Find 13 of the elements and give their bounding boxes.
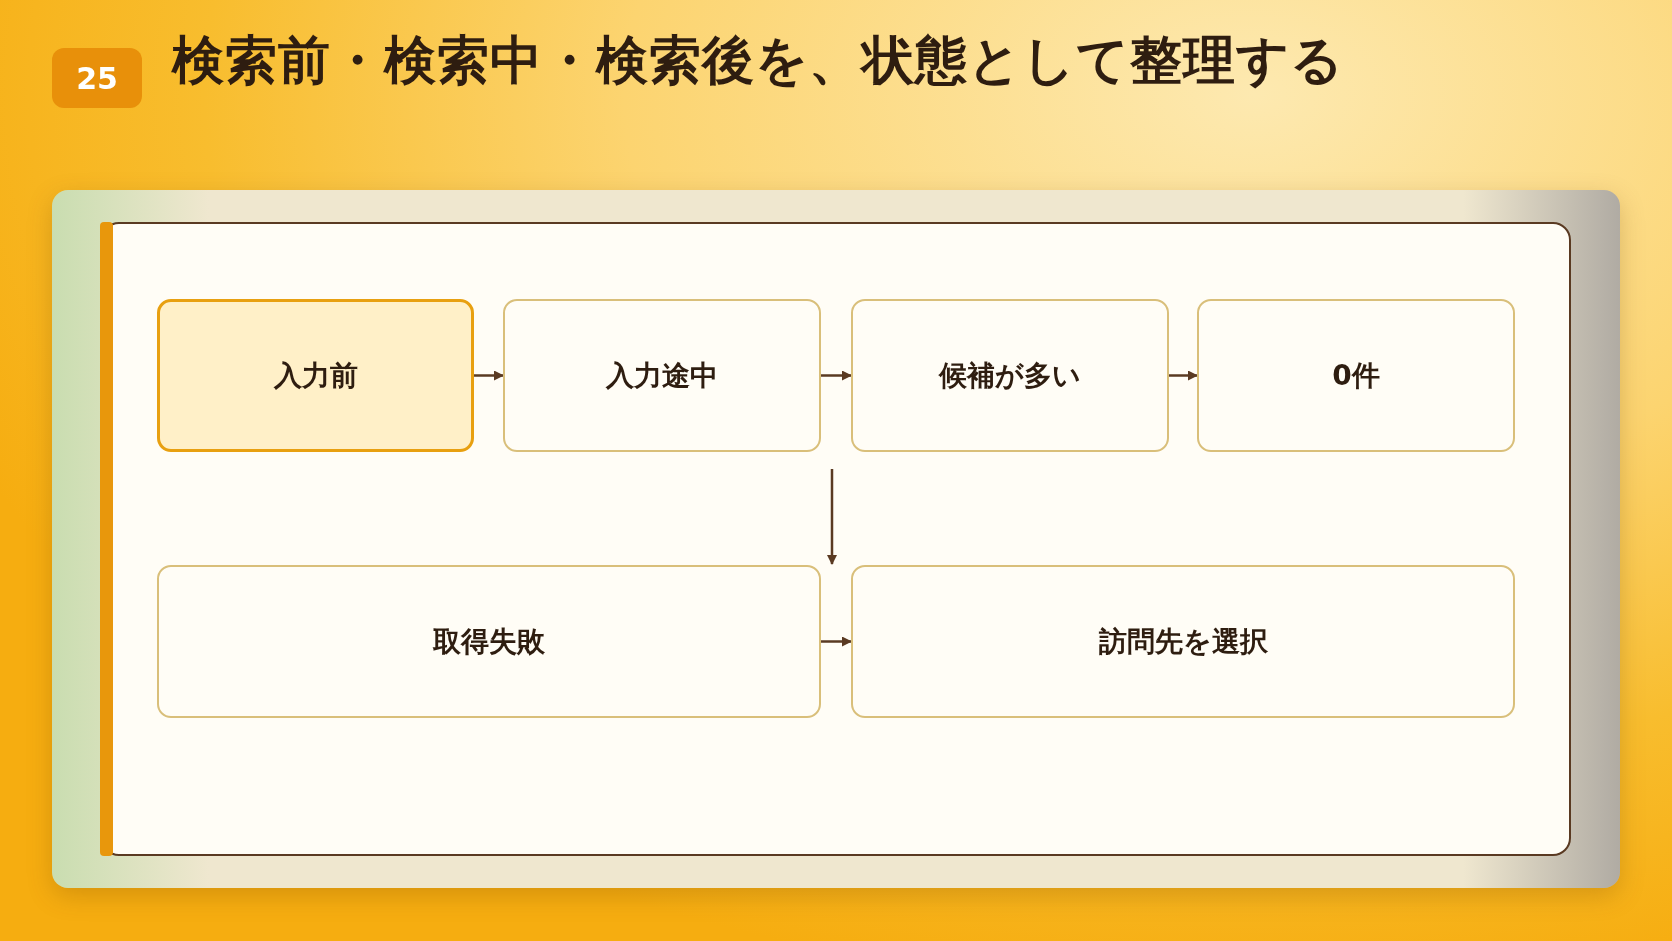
state-box: 取得失敗 bbox=[157, 565, 821, 718]
arrow bbox=[1169, 370, 1198, 381]
state-box: 0件 bbox=[1197, 299, 1515, 452]
highlighted-state-box: 入力前 bbox=[157, 299, 474, 452]
state-box: 訪問先を選択 bbox=[851, 565, 1515, 718]
state-box: 候補が多い bbox=[851, 299, 1169, 452]
arrow bbox=[821, 370, 852, 381]
slide-title: 検索前・検索中・検索後を、状態として整理する bbox=[172, 29, 1344, 92]
arrow bbox=[821, 636, 852, 647]
number-badge: 25 bbox=[52, 48, 142, 108]
arrow bbox=[474, 370, 504, 381]
arrow bbox=[827, 469, 837, 565]
state-box: 入力途中 bbox=[503, 299, 821, 452]
